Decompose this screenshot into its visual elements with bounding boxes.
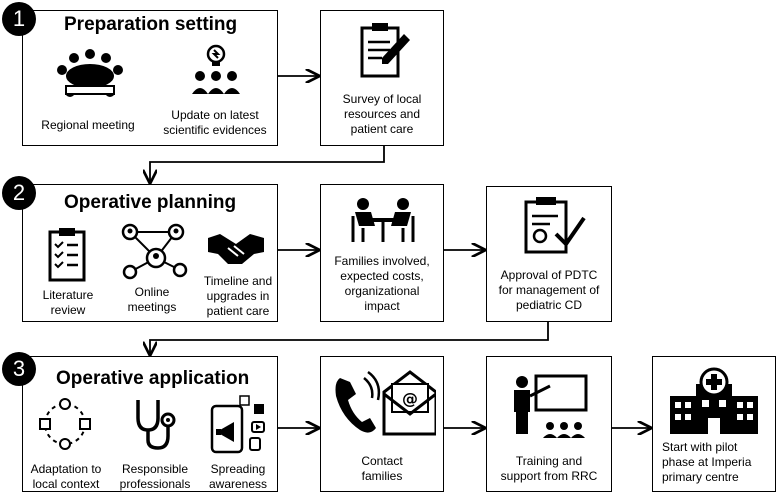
stage-3-title: Operative application xyxy=(56,368,250,389)
stage-1-number-badge: 1 xyxy=(2,2,36,36)
phone-envelope-icon: @ xyxy=(335,370,436,436)
handshake-icon xyxy=(208,234,264,264)
stage-1-item-regional-meeting: Regional meeting xyxy=(41,118,135,132)
svg-text:@: @ xyxy=(402,389,418,408)
stage-2-item-online-meetings: Online meetings xyxy=(127,285,177,314)
stage-3-item-awareness: Spreading awareness xyxy=(208,462,268,491)
training-label: Training and support from RRC xyxy=(500,454,598,483)
checklist-icon xyxy=(48,228,86,282)
idea-team-icon xyxy=(192,44,240,94)
clipboard-pencil-icon xyxy=(360,23,410,78)
meeting-people-icon xyxy=(351,198,415,242)
network-people-icon xyxy=(121,223,188,280)
teacher-board-icon xyxy=(514,374,588,438)
adaptation-cycle-icon xyxy=(39,398,91,450)
families-label: Families involved, expected costs, organ… xyxy=(334,254,430,313)
stage-2-item-timeline: Timeline and upgrades in patient care xyxy=(203,274,273,318)
arrow-approval-to-stage3 xyxy=(150,322,549,354)
conference-table-icon xyxy=(57,49,123,97)
stage-3-number-badge: 3 xyxy=(2,352,36,386)
approval-box xyxy=(486,186,612,322)
stage-3-item-professionals: Responsible professionals xyxy=(119,462,191,491)
pilot-label: Start with pilot phase at Imperia primar… xyxy=(662,440,752,484)
stage-2-number-badge: 2 xyxy=(2,176,36,210)
stage-1-item-update-evidences: Update on latest scientific evidences xyxy=(163,108,267,137)
stage-3-box xyxy=(22,356,278,492)
contact-families-label: Contact families xyxy=(361,454,403,483)
arrow-survey-to-stage2 xyxy=(150,146,385,182)
families-box xyxy=(320,184,444,322)
stethoscope-icon xyxy=(136,400,176,450)
stage-2-title: Operative planning xyxy=(64,192,237,213)
phone-megaphone-icon xyxy=(210,395,265,454)
stage-1-title: Preparation setting xyxy=(64,14,238,35)
stage-2-item-literature-review: Literature review xyxy=(42,288,94,317)
stage-3-item-adaptation: Adaptation to local context xyxy=(30,462,102,491)
survey-label: Survey of local resources and patient ca… xyxy=(342,92,422,136)
survey-box xyxy=(320,10,444,146)
approval-label: Approval of PDTC for management of pedia… xyxy=(498,268,600,312)
certificate-clipboard-icon xyxy=(524,197,586,254)
hospital-icon xyxy=(670,367,758,434)
